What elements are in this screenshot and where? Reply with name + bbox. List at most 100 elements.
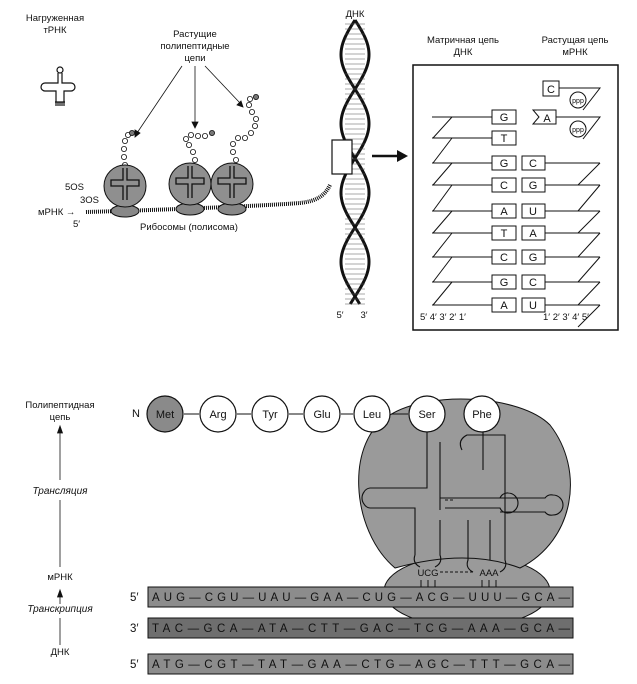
peptide-bead [252,94,259,101]
peptide-bead [191,156,198,163]
anticodon-1: UCG [417,568,438,579]
peptide-bead [121,145,128,152]
rna-base: C [529,158,537,170]
ribosome-large-subunit [210,162,254,206]
dna-backbone [432,281,453,306]
mrna-strand: 5′AUG—CGU—UAU—GAA—CUG—ACG—UUU—GCA— [130,586,574,608]
trna-icon [40,66,76,106]
incoming-nucleotides: C ppp A ppp [531,80,602,140]
growing-chains-line1: Растущие [173,29,217,40]
amino-acid-tyr [251,395,289,433]
sequence-strands: 5′AUG—CGU—UAU—GAA—CUG—ACG—UUU—GCA— 3′TAC—… [130,586,574,675]
right-prime-numbers: 1′ 2′ 3′ 4′ 5′ [543,312,589,323]
rna-backbone [577,256,601,283]
peptide-bead [187,131,194,138]
dna-base-box [491,177,517,193]
rna-backbone [577,281,601,306]
rna-base: U [529,206,537,218]
rna-backbone [577,232,601,258]
peptide-bead [201,132,208,139]
amino-acid-label: Arg [209,409,226,421]
amino-acid-met [146,395,184,433]
dna-base: G [500,277,509,289]
transcription-detail-box [412,64,619,331]
growing-label-line1: Растущая цепь [542,35,609,46]
rna-base: U [529,300,537,312]
polypeptide-flow-label: Полипептидная цепь [25,400,94,423]
dna-backbone [432,256,453,283]
rna-base: C [529,277,537,289]
dna-base: A [500,206,508,218]
ribosome [103,164,147,218]
amino-acid-label: Phe [472,409,492,421]
helix-3prime: 3′ [360,310,367,321]
polypeptide-chains [121,94,259,168]
helix-strand [339,19,371,305]
dna-base: C [500,252,508,264]
transcription-label: Транскрипция [27,604,93,615]
amino-acid-label: Met [156,409,174,421]
peptide-bead [194,132,201,139]
peptide-bead [128,129,135,136]
amino-acid-ser [408,395,446,433]
dna-base-box [491,203,517,219]
ribosome-large-subunit [168,162,212,206]
peptide-bead [245,102,252,109]
peptide-bead [208,129,215,136]
dna-backbone [432,116,453,139]
peptide-bead [241,134,248,141]
rna-base: G [529,180,538,192]
strand-bar [147,586,574,608]
dna-base: T [501,133,508,145]
ribosome-large-subunit [103,164,147,208]
peptide-bead [232,156,239,163]
dna-base-box [491,297,517,313]
growing-label-line2: мРНК [562,47,588,58]
left-prime-numbers: 5′ 4′ 3′ 2′ 1′ [420,312,466,323]
trna-shape [175,166,205,198]
peptide-bead [246,96,253,103]
peptide-bead [121,153,128,160]
growing-chains-label: Растущие полипептидные цепи [160,29,229,64]
rna-backbone [577,162,601,186]
peptide-bead [185,141,192,148]
translation-label: Трансляция [32,486,88,497]
rna-backbone [577,304,601,328]
polypeptide-label-line2: цепь [50,412,71,423]
peptide-bead [248,109,255,116]
dna-base: G [500,112,509,124]
dna-backbone [432,184,453,212]
peptide-bead [229,140,236,147]
dna-base: C [500,180,508,192]
amino-acid-label: Tyr [262,409,278,421]
anticodon-2: AAA [479,568,499,579]
label-mrna: мРНК → [38,207,75,218]
dna-base-box [491,249,517,265]
dna-backbone [432,232,453,258]
amino-acid-glu [303,395,341,433]
dna-base: A [500,300,508,312]
rna-base: G [529,252,538,264]
dna-backbone [432,162,453,186]
dna-template-strand: 3′TAC—GCA—ATA—CTT—GAC—TCG—AAA—GCA— [130,617,574,639]
growing-chains-line3: цепи [184,53,205,64]
magnify-arrow [372,150,408,162]
peptide-bead [189,148,196,155]
trna-label: Нагруженная тРНК [26,13,84,36]
dna-base-box [491,155,517,171]
amino-acid-leu [353,395,391,433]
ribosomes [103,162,254,218]
dna-backbone [432,210,453,234]
strand-bar [147,617,574,639]
triphosphate-label: ppp [572,98,584,105]
growing-strand-label: Растущая цепь мРНК [542,35,609,58]
ribosome [210,162,254,216]
trna-label-line1: Нагруженная [26,13,84,24]
peptide-bead [229,148,236,155]
magnified-region-marker [331,139,353,175]
dna-base: T [501,228,508,240]
dna-base-box [491,274,517,290]
helix-5prime: 5′ [336,310,343,321]
trna-molecules [361,430,564,573]
